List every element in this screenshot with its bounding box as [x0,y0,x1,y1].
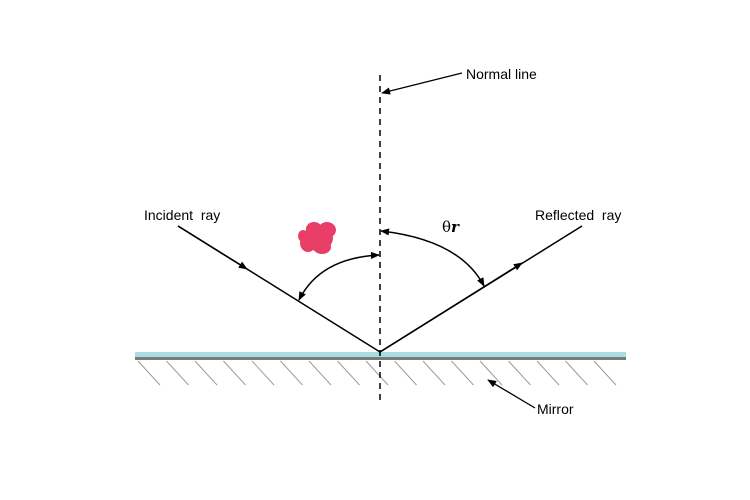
mirror-hatching [137,360,617,386]
hatch-line [565,360,588,386]
hatch-line [479,360,503,386]
normal-line-pointer [381,72,463,95]
theta-subscript: r [451,218,460,236]
hatch-line [194,360,218,386]
reflected-ray-label: Reflected ray [535,207,621,223]
hatch-line [365,360,389,386]
scribble-blot [298,222,336,254]
mirror [135,352,626,386]
incident-ray-arrow [177,225,248,270]
hatch-line [536,360,560,386]
mirror-base [135,357,626,360]
hatch-line [166,360,189,386]
incident-ray-label: Incident ray [144,207,220,223]
hatch-line [394,360,417,386]
mirror-label: Mirror [537,401,574,417]
theta-symbol: θ [442,218,451,236]
normal-line-label: Normal line [466,66,537,82]
hatch-line [308,360,332,386]
hatch-line [451,360,474,386]
reflected-ray-arrow [379,262,523,353]
hatch-line [508,360,531,386]
hatch-line [251,360,275,386]
hatch-line [593,360,617,386]
mirror-pointer [487,379,536,409]
hatch-line [137,360,161,386]
hatch-line [422,360,446,386]
hatch-line [337,360,360,386]
hatch-line [223,360,246,386]
hatch-line [280,360,303,386]
theta-r-label: θr [442,218,460,236]
reflection-angle-arc [380,228,485,287]
incidence-angle-arc [298,251,380,301]
